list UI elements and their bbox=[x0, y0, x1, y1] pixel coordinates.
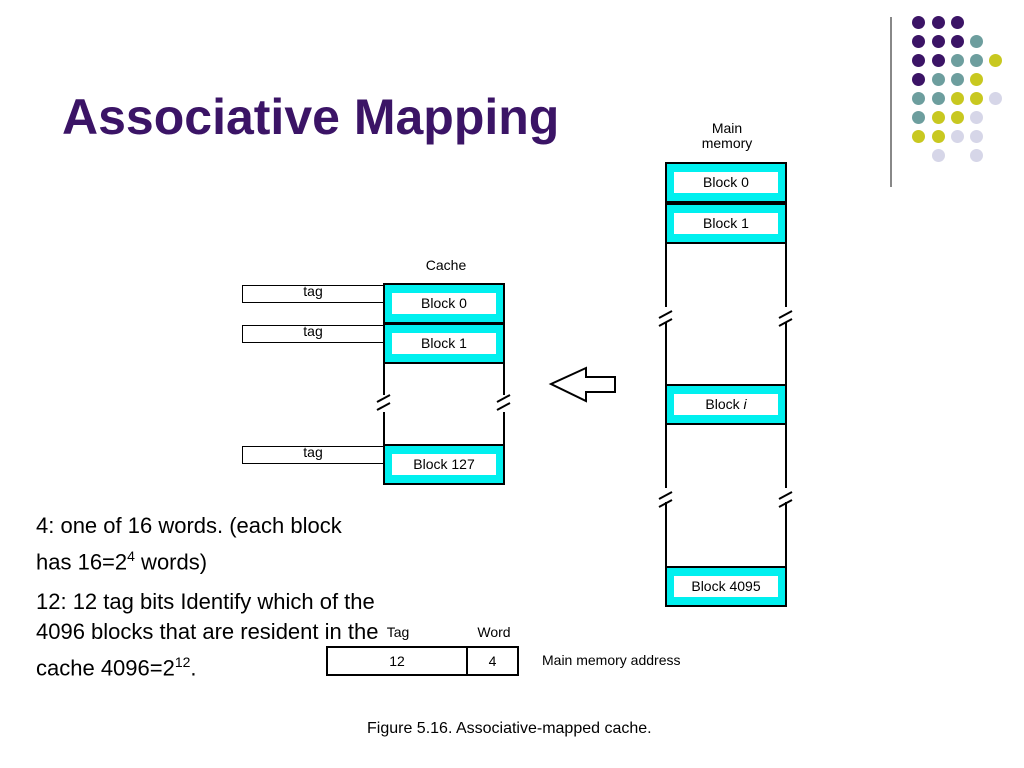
cache-wall-right bbox=[503, 412, 505, 444]
slide-title: Associative Mapping bbox=[62, 89, 560, 145]
cache-break-mark-left bbox=[376, 394, 391, 411]
cache-block-127-label: Block 127 bbox=[392, 454, 496, 475]
main-memory-break-mark-left bbox=[658, 491, 673, 508]
decorative-dot bbox=[932, 149, 945, 162]
address-tag-header: Tag bbox=[386, 624, 410, 640]
note-tag-bits: 12: 12 tag bits Identify which of the 40… bbox=[36, 587, 381, 683]
main-memory-wall-right bbox=[785, 424, 787, 488]
decorative-dot bbox=[932, 92, 945, 105]
address-caption: Main memory address bbox=[542, 652, 681, 668]
decorative-dot bbox=[932, 73, 945, 86]
cache-block-1-label: Block 1 bbox=[392, 333, 496, 354]
cache-label: Cache bbox=[425, 257, 467, 273]
decorative-dot bbox=[912, 111, 925, 124]
main-memory-block-0: Block 0 bbox=[665, 162, 787, 203]
note-word-bits: 4: one of 16 words. (each block has 16=2… bbox=[36, 511, 366, 577]
decorative-dot bbox=[951, 130, 964, 143]
main-memory-break-mark-right bbox=[778, 491, 793, 508]
main-memory-label-line1: Main bbox=[711, 120, 743, 136]
note-tag-bits-exponent: 12 bbox=[174, 654, 191, 670]
main-memory-break-mark-right bbox=[778, 310, 793, 327]
decorative-dot bbox=[951, 16, 964, 29]
decorative-dot bbox=[951, 111, 964, 124]
decorative-dot bbox=[932, 16, 945, 29]
decorative-divider bbox=[890, 17, 892, 187]
note-tag-bits-text-end: . bbox=[190, 655, 197, 681]
cache-wall-left bbox=[383, 364, 385, 395]
main-memory-wall-left bbox=[665, 243, 667, 307]
cache-tag-1-label: tag bbox=[303, 323, 323, 339]
decorative-dot bbox=[951, 73, 964, 86]
main-memory-wall-left bbox=[665, 424, 667, 488]
decorative-dot bbox=[970, 73, 983, 86]
cache-wall-right bbox=[503, 364, 505, 395]
cache-block-1: Block 1 bbox=[383, 323, 505, 364]
address-tag-field: 12 bbox=[326, 646, 468, 676]
decorative-dot bbox=[970, 92, 983, 105]
figure-caption: Figure 5.16. Associative-mapped cache. bbox=[367, 720, 652, 737]
main-memory-block-0-label: Block 0 bbox=[674, 172, 778, 193]
decorative-dot bbox=[932, 54, 945, 67]
decorative-dot bbox=[970, 130, 983, 143]
decorative-dot bbox=[912, 73, 925, 86]
main-memory-block-1-label: Block 1 bbox=[674, 213, 778, 234]
decorative-dot bbox=[951, 54, 964, 67]
main-memory-label: Main memory bbox=[690, 121, 764, 151]
cache-tag-127-label: tag bbox=[303, 444, 323, 460]
decorative-dot bbox=[970, 149, 983, 162]
cache-tag-0-label: tag bbox=[303, 283, 323, 299]
decorative-dot bbox=[912, 35, 925, 48]
decorative-dot bbox=[912, 16, 925, 29]
decorative-dot bbox=[970, 54, 983, 67]
decorative-dot bbox=[932, 130, 945, 143]
decorative-dot bbox=[951, 92, 964, 105]
decorative-dot bbox=[912, 92, 925, 105]
address-word-field: 4 bbox=[466, 646, 519, 676]
main-memory-wall-right bbox=[785, 322, 787, 384]
main-memory-wall-left bbox=[665, 322, 667, 384]
cache-break-mark-right bbox=[496, 394, 511, 411]
main-memory-label-line2: memory bbox=[701, 135, 753, 151]
cache-block-127: Block 127 bbox=[383, 444, 505, 485]
main-memory-block-4095: Block 4095 bbox=[665, 566, 787, 607]
decorative-dot bbox=[970, 111, 983, 124]
cache-tag-127: tag bbox=[242, 444, 384, 464]
decorative-dot bbox=[912, 54, 925, 67]
block-i-prefix: Block bbox=[705, 396, 744, 412]
main-memory-wall-right bbox=[785, 243, 787, 307]
cache-block-0: Block 0 bbox=[383, 283, 505, 324]
main-memory-block-i: Block i bbox=[665, 384, 787, 425]
main-memory-block-1: Block 1 bbox=[665, 203, 787, 244]
address-word-header: Word bbox=[477, 624, 511, 640]
decorative-dot bbox=[989, 92, 1002, 105]
cache-wall-left bbox=[383, 412, 385, 444]
main-memory-wall-left bbox=[665, 502, 667, 566]
left-arrow-icon bbox=[548, 366, 616, 403]
decorative-dot bbox=[970, 35, 983, 48]
note-tag-bits-text: 12: 12 tag bits Identify which of the 40… bbox=[36, 589, 379, 681]
cache-tag-0: tag bbox=[242, 283, 384, 303]
decorative-dot bbox=[932, 35, 945, 48]
note-word-bits-exponent: 4 bbox=[127, 548, 135, 564]
cache-block-0-label: Block 0 bbox=[392, 293, 496, 314]
main-memory-block-i-label: Block i bbox=[674, 394, 778, 415]
decorative-dot bbox=[912, 130, 925, 143]
block-i-variable: i bbox=[743, 396, 747, 412]
main-memory-block-4095-label: Block 4095 bbox=[674, 576, 778, 597]
note-word-bits-text-end: words) bbox=[134, 549, 208, 575]
main-memory-wall-right bbox=[785, 502, 787, 566]
decorative-dot bbox=[932, 111, 945, 124]
decorative-dot bbox=[951, 35, 964, 48]
note-word-bits-text: 4: one of 16 words. (each block has 16=2 bbox=[36, 513, 342, 575]
decorative-dot bbox=[989, 54, 1002, 67]
main-memory-break-mark-left bbox=[658, 310, 673, 327]
